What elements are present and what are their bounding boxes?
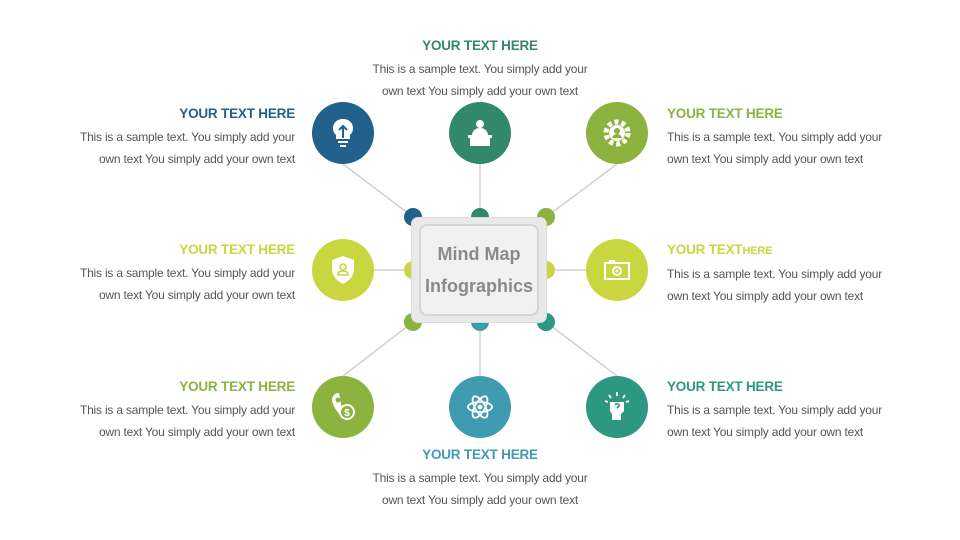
- shield-user-icon: [332, 256, 354, 284]
- block-title: YOUR TEXTHERE: [667, 242, 907, 259]
- block-description: This is a sample text. You simply add yo…: [667, 126, 907, 170]
- desc-line: own text You simply add your own text: [381, 493, 579, 507]
- node-bottom: [449, 376, 511, 438]
- block-title: YOUR TEXT HERE: [422, 38, 538, 53]
- text-block-bottom: YOUR TEXT HERE This is a sample text. Yo…: [360, 447, 600, 511]
- desc-line: own text You simply add your own text: [98, 152, 295, 166]
- fist-idea-icon: [604, 392, 630, 420]
- desc-line: This is a sample text. You simply add yo…: [79, 266, 295, 280]
- block-title: YOUR TEXT HERE: [667, 379, 783, 394]
- text-block-bottom-right: YOUR TEXT HERE This is a sample text. Yo…: [667, 379, 907, 443]
- presenter-podium-icon: [468, 120, 492, 146]
- desc-line: This is a sample text. You simply add yo…: [667, 403, 883, 417]
- text-block-bottom-left: YOUR TEXT HERE This is a sample text. Yo…: [55, 379, 295, 443]
- center-title-line1: Mind Map: [437, 244, 521, 264]
- desc-line: own text You simply add your own text: [667, 289, 864, 303]
- text-block-right: YOUR TEXTHERE This is a sample text. You…: [667, 242, 907, 307]
- desc-line: This is a sample text. You simply add yo…: [372, 471, 588, 485]
- block-description: This is a sample text. You simply add yo…: [55, 399, 295, 443]
- node-bottom-left: $: [312, 376, 374, 438]
- block-description: This is a sample text. You simply add yo…: [360, 467, 600, 511]
- text-block-left: YOUR TEXT HERE This is a sample text. Yo…: [55, 242, 295, 306]
- desc-line: own text You simply add your own text: [667, 425, 864, 439]
- location-dollar-icon: $: [332, 393, 355, 420]
- block-description: This is a sample text. You simply add yo…: [55, 262, 295, 306]
- block-title: YOUR TEXT HERE: [179, 379, 295, 394]
- desc-line: This is a sample text. You simply add yo…: [372, 62, 588, 76]
- center-box: Mind Map Infographics: [412, 218, 546, 322]
- text-block-top-left: YOUR TEXT HERE This is a sample text. Yo…: [55, 106, 295, 170]
- block-title: YOUR TEXT HERE: [179, 242, 295, 257]
- atom-icon: [467, 395, 493, 419]
- node-top-left: [312, 102, 374, 164]
- block-title: YOUR TEXT HERE: [667, 106, 783, 121]
- desc-line: own text You simply add your own text: [98, 288, 295, 302]
- gear-user-icon: [603, 119, 631, 147]
- text-block-top-right: YOUR TEXT HERE This is a sample text. Yo…: [667, 106, 907, 170]
- node-right: [586, 239, 648, 301]
- block-description: This is a sample text. You simply add yo…: [667, 263, 907, 307]
- desc-line: This is a sample text. You simply add yo…: [79, 403, 295, 417]
- node-top-right: [586, 102, 648, 164]
- block-description: This is a sample text. You simply add yo…: [360, 58, 600, 102]
- desc-line: own text You simply add your own text: [98, 425, 295, 439]
- camera-icon: [604, 260, 630, 280]
- block-title: YOUR TEXT HERE: [422, 447, 538, 462]
- node-left: [312, 239, 374, 301]
- block-description: This is a sample text. You simply add yo…: [667, 399, 907, 443]
- desc-line: This is a sample text. You simply add yo…: [667, 130, 883, 144]
- desc-line: This is a sample text. You simply add yo…: [667, 267, 883, 281]
- text-block-top: YOUR TEXT HERE This is a sample text. Yo…: [360, 38, 600, 102]
- block-title: YOUR TEXT HERE: [179, 106, 295, 121]
- desc-line: own text You simply add your own text: [381, 84, 579, 98]
- brain-lightbulb-icon: [333, 119, 353, 147]
- desc-line: own text You simply add your own text: [667, 152, 864, 166]
- node-bottom-right: [586, 376, 648, 438]
- title-main: YOUR TEXT: [667, 242, 743, 257]
- svg-text:$: $: [344, 408, 350, 419]
- title-small: HERE: [742, 245, 773, 257]
- node-top: [449, 102, 511, 164]
- center-title-line2: Infographics: [424, 276, 533, 296]
- block-description: This is a sample text. You simply add yo…: [55, 126, 295, 170]
- desc-line: This is a sample text. You simply add yo…: [79, 130, 295, 144]
